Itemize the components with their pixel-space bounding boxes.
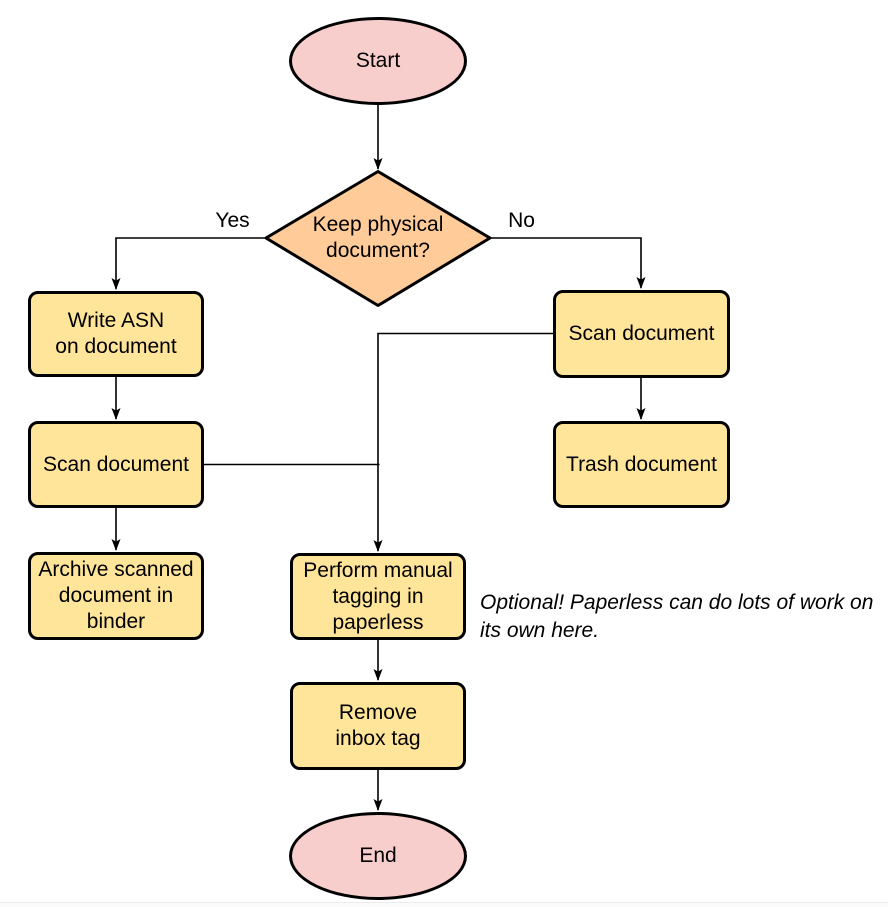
process-trash-document: Trash document [553, 421, 730, 508]
process-write-asn: Write ASN on document [28, 291, 204, 377]
edge-label-yes: Yes [215, 209, 250, 232]
end-node: End [289, 812, 467, 900]
window-bottom-edge [0, 902, 888, 907]
process-scan-document-left: Scan document [28, 421, 204, 508]
process-scan-document-right: Scan document [553, 290, 730, 378]
start-node: Start [289, 17, 467, 105]
edge-scan-right-tagging [373, 332, 553, 552]
edge-decision-no [490, 237, 646, 289]
edge-label-no: No [508, 209, 535, 232]
process-manual-tagging: Perform manual tagging in paperless [290, 553, 466, 640]
decision-node-label: Keep physical document? [312, 213, 444, 262]
process-remove-inbox-tag: Remove inbox tag [290, 682, 466, 770]
process-archive-binder: Archive scanned document in binder [28, 552, 204, 640]
edge-decision-yes [111, 237, 266, 290]
optional-annotation: Optional! Paperless can do lots of work … [480, 591, 874, 642]
